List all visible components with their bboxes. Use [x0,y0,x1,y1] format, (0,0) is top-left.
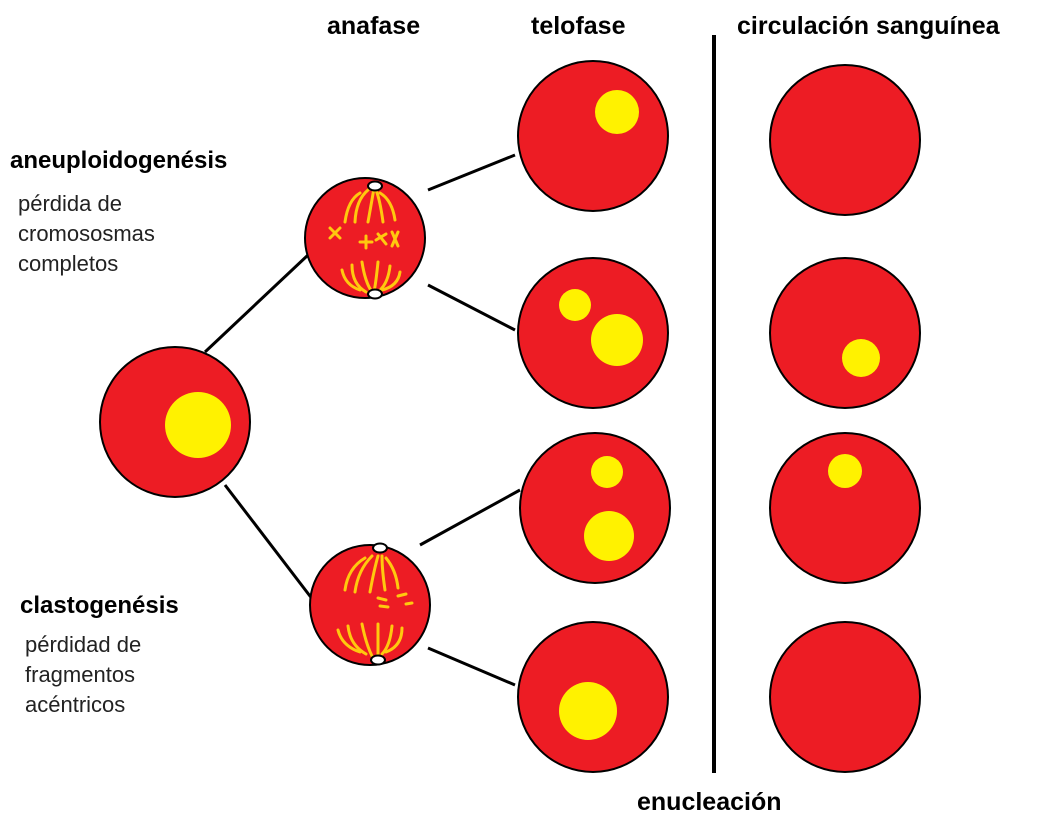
anaphase-header: anafase [327,12,421,40]
spindle-poles [370,542,388,666]
connector-line [223,484,315,601]
micronucleus [559,289,591,321]
connector-line [203,253,310,354]
spindle-poles [367,180,383,300]
connector-lines [203,153,521,687]
aneuploidogenesis-description: pérdida de cromososmas completos [18,189,155,279]
telophase-cell-2 [517,257,669,409]
connector-line [419,488,521,547]
clastogenesis-description: pérdidad de fragmentos acéntricos [25,630,141,720]
connector-line [427,283,516,332]
description-line: pérdida de [18,191,122,216]
spindle-pole [367,180,383,192]
parent-cell [99,346,251,498]
connector-line [427,646,516,687]
telophase-cell-1 [517,60,669,212]
cell-body [769,432,921,584]
nucleus [595,90,639,134]
description-line: pérdidad de [25,632,142,657]
telophase-cell-4 [517,621,669,773]
cell-body [769,257,921,409]
description-line: fragmentos [25,662,136,687]
description-line: completos [18,251,119,276]
nucleus [165,392,231,458]
telophase-header: telofase [531,12,626,40]
nucleus [559,682,617,740]
description-line: acéntricos [25,692,126,717]
circulating-cell-3 [769,432,921,584]
circulating-cell-2 [769,257,921,409]
clastogenesis-title: clastogenésis [20,592,179,619]
telophase-cell-3 [519,432,671,584]
spindle-pole [370,654,386,666]
micronucleus [842,339,880,377]
cell-body [517,60,669,212]
nucleus [591,314,643,366]
micronucleus [591,456,623,488]
spindle-pole [372,542,388,554]
anaphase-cell-aneuploidogenesis [304,177,426,300]
cell-body [769,621,921,773]
aneuploidogenesis-title: aneuploidogenésis [10,147,228,174]
cell-body [309,544,431,666]
cell-body [519,432,671,584]
anaphase-cell-clastogenesis [309,542,431,666]
enucleation-label: enucleación [637,788,782,816]
connector-line [427,153,516,192]
description-line: cromososmas [18,221,155,246]
circulation-header: circulación sanguínea [737,12,1000,40]
spindle-pole [367,288,383,300]
circulating-cell-4 [769,621,921,773]
nucleus [584,511,634,561]
micronucleus [828,454,862,488]
circulating-cell-1 [769,64,921,216]
cell-body [769,64,921,216]
chromosomes [336,554,414,658]
